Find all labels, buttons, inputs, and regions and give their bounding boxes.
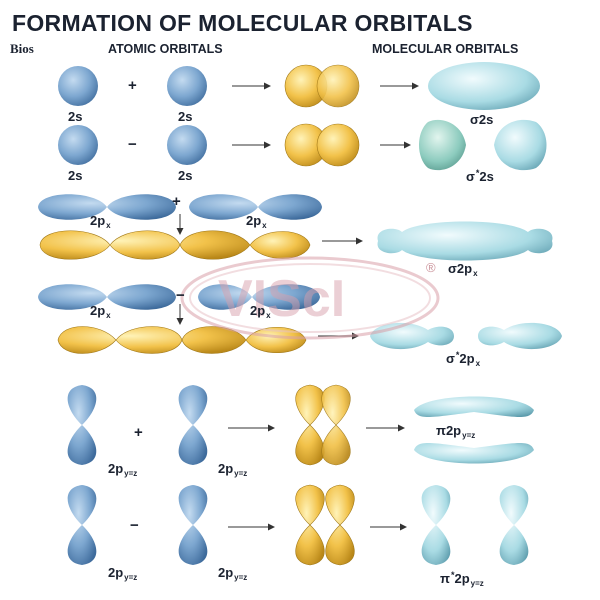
label-pi-star-2pyz: π*2py=z [440, 570, 484, 588]
pi-2pyz-upper-lobe [414, 396, 534, 417]
sigma-star-2s-left-lobe [419, 119, 466, 171]
2s-orbital-1 [58, 66, 98, 106]
2px-orbital-1 [38, 194, 176, 220]
2pyz-orbital-1 [67, 385, 97, 465]
label-pi-2pyz: π2py=z [436, 423, 476, 440]
svg-text:®: ® [426, 260, 436, 275]
overlap-2px-orbital-2 [249, 231, 311, 259]
sigma-star-2px-left [370, 322, 454, 350]
label-2pyz: 2py=z [108, 461, 138, 478]
label-2s: 2s [68, 168, 83, 183]
label-2px: 2px [90, 303, 111, 320]
2pyz-orbital-4 [178, 485, 208, 565]
label-2px: 2px [90, 213, 111, 230]
2pyz-orbital-2 [178, 385, 208, 465]
plus-operator: + [134, 424, 143, 441]
label-2s: 2s [178, 109, 193, 124]
2px-orbital-2 [189, 194, 322, 220]
sigma-2px-orbital [377, 221, 553, 261]
plus-operator: + [172, 193, 181, 210]
overlap-2pyz-left [295, 384, 325, 466]
publisher-mark: Bios [10, 41, 34, 56]
label-2pyz: 2py=z [108, 565, 138, 582]
watermark-logo: VIScI ® [180, 256, 440, 340]
overlap-2px-orbital-b [57, 326, 247, 354]
header-atomic-orbitals: ATOMIC ORBITALS [108, 42, 223, 56]
pi-star-2pyz-right [499, 485, 529, 565]
2px-orbital-3 [38, 284, 176, 310]
minus-operator: − [128, 136, 137, 153]
sigma-2s-orbital [428, 62, 540, 110]
label-sigma-2px: σ2px [448, 261, 478, 278]
label-2s: 2s [68, 109, 83, 124]
svg-text:VIScI: VIScI [218, 270, 345, 328]
sigma-star-2s-right-lobe [494, 119, 547, 171]
2s-orbital-4 [167, 125, 207, 165]
overlap-2pyz-left-b [295, 484, 325, 566]
2s-orbital-2 [167, 66, 207, 106]
pi-star-2pyz-left [421, 485, 451, 565]
header-molecular-orbitals: MOLECULAR ORBITALS [372, 42, 519, 56]
label-2px: 2px [246, 213, 267, 230]
2px-orbital-4 [198, 284, 320, 310]
label-sigma-2s: σ2s [470, 112, 494, 127]
label-2s: 2s [178, 168, 193, 183]
sigma-star-2px-right [478, 322, 562, 350]
label-sigma-star-2s: σ*2s [466, 168, 494, 184]
label-2pyz: 2py=z [218, 461, 248, 478]
page-title: FORMATION OF MOLECULAR ORBITALS [12, 10, 473, 36]
label-sigma-star-2px: σ*2px [446, 350, 481, 368]
minus-operator: − [176, 287, 185, 304]
plus-operator: + [128, 77, 137, 94]
2pyz-orbital-3 [67, 485, 97, 565]
overlap-2pyz-right [321, 384, 351, 466]
label-2pyz: 2py=z [218, 565, 248, 582]
overlap-2px-orbital [39, 230, 251, 260]
pi-2pyz-lower-lobe [414, 443, 534, 464]
overlap-2pyz-right-b [325, 484, 355, 566]
minus-operator: − [130, 517, 139, 534]
label-2px: 2px [250, 303, 271, 320]
overlap-2s-right [316, 64, 360, 108]
overlap-2s-right-b [316, 123, 360, 167]
2s-orbital-3 [58, 125, 98, 165]
